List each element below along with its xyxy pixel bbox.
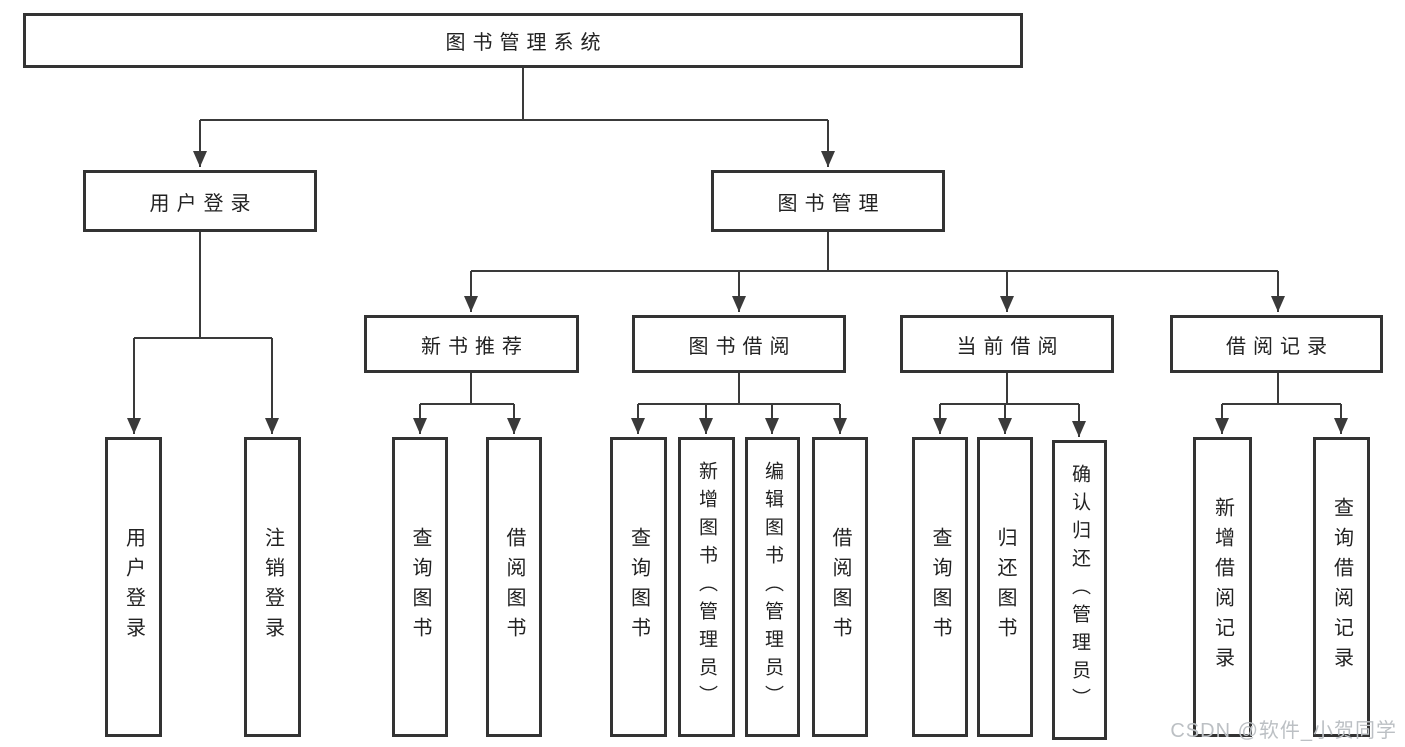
node-leaf-query-books-3: 查询图书 (912, 437, 968, 737)
node-leaf-borrow-books-2: 借阅图书 (812, 437, 868, 737)
node-leaf-confirm-return-admin: 确认归还（管理员） (1052, 440, 1107, 740)
node-leaf-edit-books-admin: 编辑图书（管理员） (745, 437, 800, 737)
node-new-book-recommendation: 新书推荐 (364, 315, 579, 373)
edge-borrow-record-trunk (1222, 373, 1341, 405)
node-leaf-add-borrow-record: 新增借阅记录 (1193, 437, 1252, 737)
node-user-login: 用户登录 (83, 170, 317, 232)
node-borrowing-records: 借阅记录 (1170, 315, 1383, 373)
edge-root-trunk (200, 68, 828, 121)
node-leaf-return-books: 归还图书 (977, 437, 1033, 737)
node-leaf-query-borrow-record: 查询借阅记录 (1313, 437, 1370, 737)
node-library-system: 图书管理系统 (23, 13, 1023, 68)
node-leaf-query-books-2: 查询图书 (610, 437, 667, 737)
node-book-borrowing: 图书借阅 (632, 315, 846, 373)
edge-new-book-rec-trunk (420, 373, 514, 405)
edge-current-borrow-trunk (940, 373, 1079, 405)
node-leaf-query-books-1: 查询图书 (392, 437, 448, 737)
node-leaf-logout: 注销登录 (244, 437, 301, 737)
node-leaf-user-login: 用户登录 (105, 437, 162, 737)
node-book-management: 图书管理 (711, 170, 945, 232)
edge-book-mgmt-trunk (471, 232, 1278, 272)
node-leaf-add-books-admin: 新增图书（管理员） (678, 437, 735, 737)
edge-user-login-trunk (134, 232, 272, 339)
node-current-borrowing: 当前借阅 (900, 315, 1114, 373)
edge-book-borrow-trunk (638, 373, 840, 405)
node-leaf-borrow-books-1: 借阅图书 (486, 437, 542, 737)
